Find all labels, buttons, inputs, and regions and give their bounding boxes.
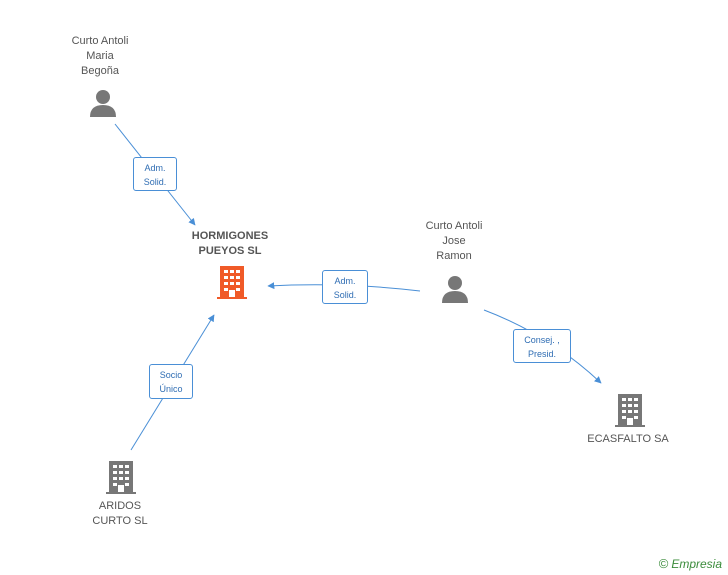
building-icon[interactable] [105, 460, 137, 494]
brand-logo: ©Empresia [659, 556, 722, 571]
building-icon[interactable] [614, 393, 646, 427]
edge-label-maria-hormigones[interactable]: Adm. Solid. [133, 157, 177, 191]
person-icon[interactable] [440, 274, 470, 304]
copyright-icon: © [658, 556, 669, 571]
person-icon[interactable] [88, 88, 118, 118]
node-label-maria: Curto Antoli Maria Begoña [71, 35, 129, 77]
node-label-hormigones: HORMIGONES PUEYOS SL [191, 230, 269, 257]
edge-label-jose-ecasfalto[interactable]: Consej. , Presid. [513, 329, 571, 363]
edge-label-jose-hormigones[interactable]: Adm. Solid. [322, 270, 368, 304]
edge-label-aridos-hormigones[interactable]: Socio Único [149, 364, 193, 399]
node-label-aridos: ARIDOS CURTO SL [92, 500, 148, 527]
node-label-ecasfalto: ECASFALTO SA [587, 433, 669, 445]
building-icon[interactable] [216, 265, 248, 299]
node-label-jose: Curto Antoli Jose Ramon [425, 220, 483, 262]
brand-name: Empresia [671, 557, 722, 571]
